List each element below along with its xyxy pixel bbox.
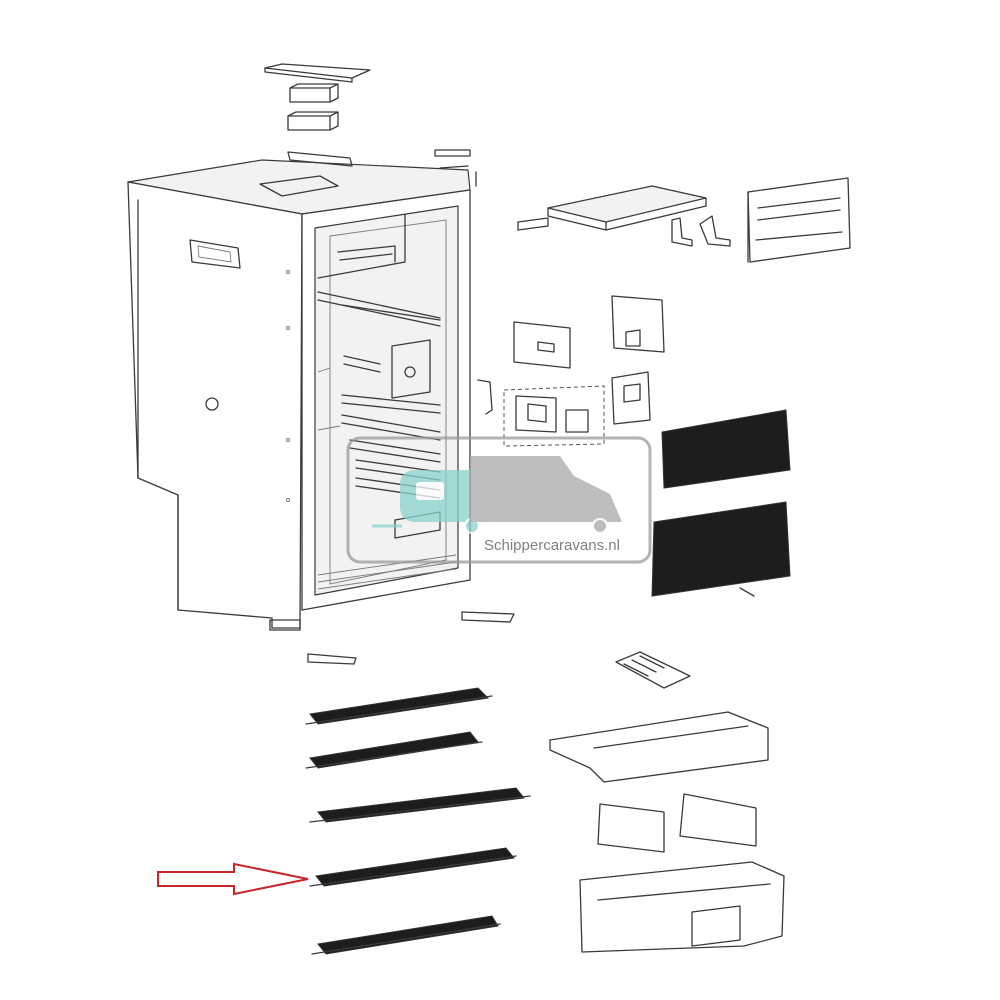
shelf-2: [305, 731, 483, 769]
door-seal-lower: [651, 501, 791, 597]
insulation-block-2: [287, 111, 339, 131]
camper-icon: [470, 456, 622, 534]
thermostat-housing: [513, 321, 571, 369]
crisper-lid-2: [679, 793, 757, 847]
freezer-compartment: [549, 711, 769, 783]
watermark-text: Schippercaravans.nl: [484, 537, 620, 554]
door-hinges: [671, 215, 731, 247]
shelf-1: [305, 687, 493, 725]
shelf-4: [309, 847, 517, 887]
shelf-3: [309, 787, 531, 823]
sensor-cover: [611, 295, 665, 353]
ice-tray: [615, 651, 691, 689]
insulation-block-1: [289, 83, 339, 103]
shelf-clip-1: [461, 611, 515, 623]
shelf-5: [311, 915, 501, 955]
door-seal-upper: [661, 409, 791, 489]
crisper-lid-1: [597, 803, 665, 853]
refrigerator-cabinet: [127, 149, 477, 631]
shelf-clip-2: [307, 653, 357, 665]
control-module-group: [477, 379, 605, 447]
watermark-logo: Schippercaravans.nl: [346, 436, 652, 564]
door-panel: [747, 177, 851, 263]
highlight-arrow: [157, 862, 309, 896]
crisper-drawer: [579, 861, 785, 953]
top-cover-plate: [264, 63, 371, 83]
electronics-box: [611, 371, 651, 425]
evaporator-cover: [517, 185, 707, 231]
